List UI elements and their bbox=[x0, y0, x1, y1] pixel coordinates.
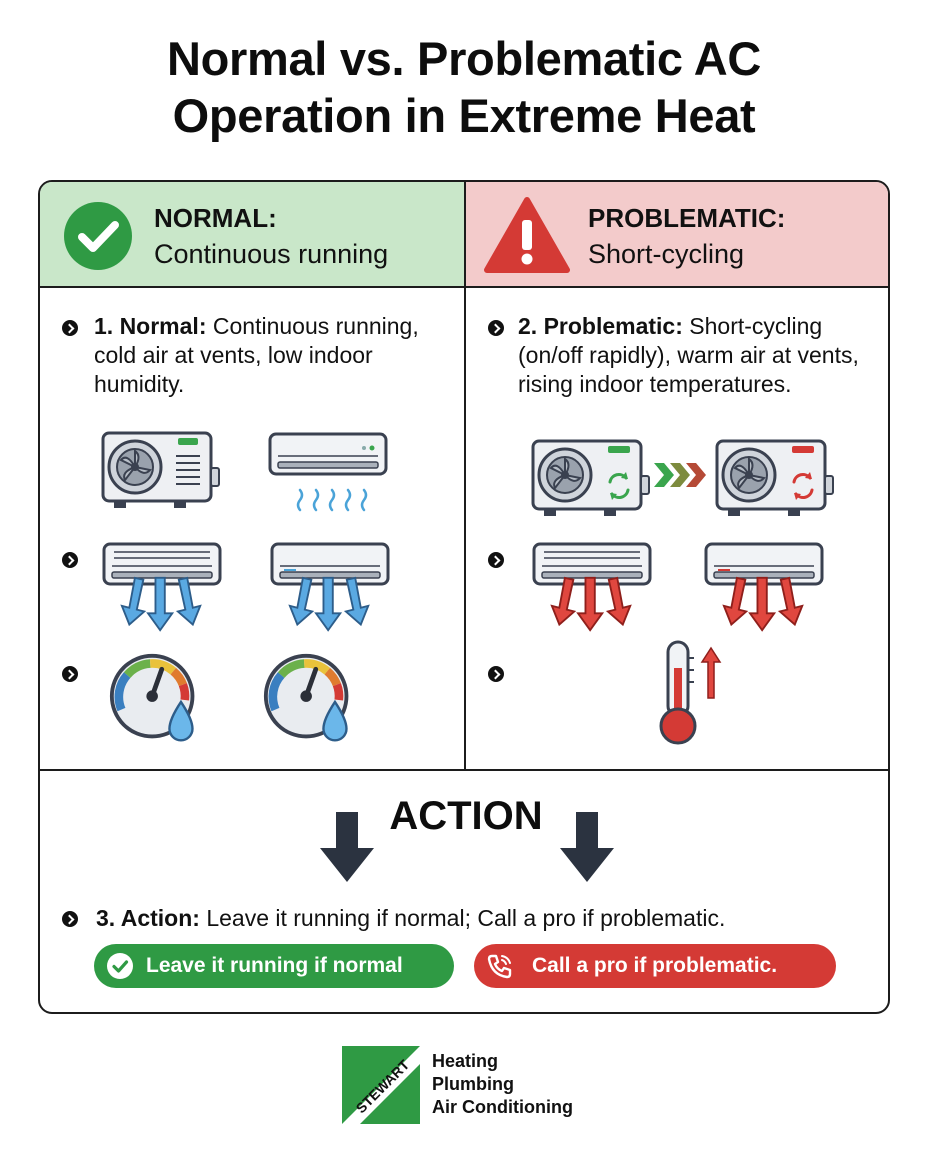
problematic-subheading: Short-cycling bbox=[588, 239, 745, 269]
down-arrow-icon bbox=[560, 812, 614, 882]
ac-outdoor-unit-icon bbox=[714, 438, 834, 518]
normal-heading: NORMAL: bbox=[154, 203, 277, 233]
bullet-icon bbox=[62, 320, 78, 336]
call-pro-label: Call a pro if problematic. bbox=[532, 954, 778, 977]
bullet-icon bbox=[488, 552, 504, 568]
leave-running-button[interactable]: Leave it running if normal bbox=[94, 944, 454, 988]
bullet-icon bbox=[62, 666, 78, 682]
cold-air-icon bbox=[102, 542, 222, 632]
normal-description: 1. Normal: Continuous running, cold air … bbox=[94, 312, 444, 399]
normal-subheading: Continuous running bbox=[154, 239, 389, 269]
title-line-1: Normal vs. Problematic AC bbox=[166, 32, 762, 85]
call-pro-button[interactable]: Call a pro if problematic. bbox=[474, 944, 836, 988]
action-title: ACTION bbox=[389, 794, 543, 838]
ac-outdoor-unit-icon bbox=[530, 438, 650, 518]
title-line-2: Operation in Extreme Heat bbox=[172, 89, 756, 142]
action-description: 3. Action: Leave it running if normal; C… bbox=[96, 904, 725, 933]
warm-air-icon bbox=[532, 542, 652, 632]
ac-outdoor-unit-icon bbox=[100, 430, 220, 510]
bullet-icon bbox=[62, 552, 78, 568]
stewart-logo-mark: STEWART bbox=[342, 1046, 420, 1124]
problematic-description: 2. Problematic: Short-cycling (on/off ra… bbox=[518, 312, 878, 399]
column-divider bbox=[464, 182, 466, 770]
humidity-gauge-icon bbox=[108, 652, 204, 748]
problematic-heading-block: PROBLEMATIC: Short-cycling bbox=[588, 200, 785, 272]
normal-heading-block: NORMAL: Continuous running bbox=[154, 200, 388, 272]
page-title: Normal vs. Problematic AC Operation in E… bbox=[0, 30, 928, 144]
logo-line-plumbing: Plumbing bbox=[432, 1074, 514, 1094]
normal-text: Continuous running, cold air at vents, l… bbox=[94, 313, 419, 397]
phone-icon bbox=[487, 954, 512, 979]
bullet-icon bbox=[488, 666, 504, 682]
thermometer-rising-icon bbox=[659, 640, 722, 745]
bullet-icon bbox=[62, 911, 78, 927]
leave-running-label: Leave it running if normal bbox=[146, 954, 403, 977]
problematic-label: 2. Problematic: bbox=[518, 313, 683, 339]
action-divider bbox=[40, 769, 888, 771]
logo-line-heating: Heating bbox=[432, 1051, 499, 1071]
check-circle-icon bbox=[107, 953, 133, 979]
bullet-icon bbox=[488, 320, 504, 336]
logo-services: Heating Plumbing Air Conditioning bbox=[432, 1050, 573, 1119]
humidity-gauge-icon bbox=[262, 652, 358, 748]
logo-line-ac: Air Conditioning bbox=[432, 1097, 573, 1117]
warning-triangle-icon bbox=[484, 197, 570, 273]
action-label: 3. Action: bbox=[96, 905, 200, 931]
problematic-text: Short-cycling (on/off rapidly), warm air… bbox=[518, 313, 859, 397]
problematic-heading: PROBLEMATIC: bbox=[588, 203, 786, 233]
warm-air-icon bbox=[704, 542, 824, 632]
header-divider bbox=[40, 286, 888, 288]
ac-indoor-unit-icon bbox=[268, 432, 388, 512]
down-arrow-icon bbox=[320, 812, 374, 882]
normal-label: 1. Normal: bbox=[94, 313, 207, 339]
action-text: Leave it running if normal; Call a pro i… bbox=[206, 905, 726, 931]
check-circle-icon bbox=[64, 202, 132, 270]
comparison-card: NORMAL: Continuous running PROBLEMATIC: … bbox=[38, 180, 890, 1014]
cycle-arrows-icon bbox=[654, 463, 706, 487]
cold-air-icon bbox=[270, 542, 390, 632]
